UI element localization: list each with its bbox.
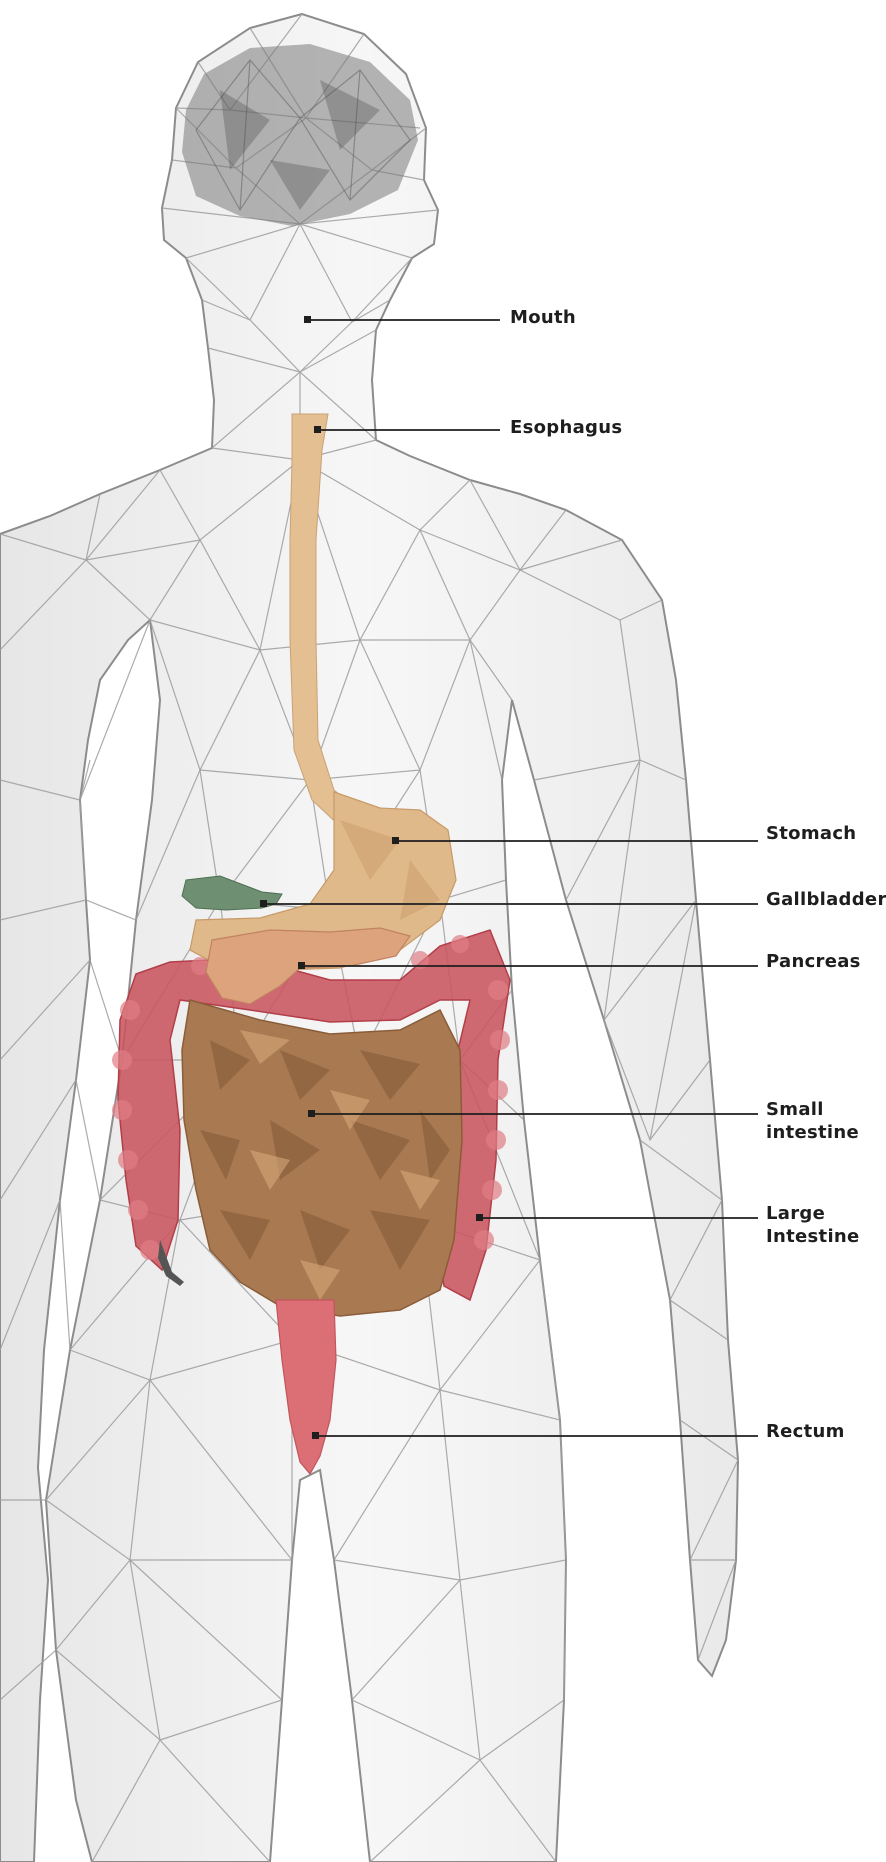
- label-esophagus-text: Esophagus: [510, 416, 622, 439]
- label-esophagus: Esophagus: [510, 416, 622, 439]
- label-mouth: Mouth: [510, 306, 576, 329]
- label-mouth-text: Mouth: [510, 306, 576, 329]
- label-gallbladder-text: Gallbladder: [766, 888, 886, 911]
- label-pancreas-text: Pancreas: [766, 950, 861, 973]
- anchor-dot-small-intestine: [308, 1110, 315, 1117]
- anchor-dot-gallbladder: [260, 900, 267, 907]
- label-small-intestine: Small intestine: [766, 1098, 859, 1144]
- label-rectum: Rectum: [766, 1420, 845, 1443]
- label-rectum-text: Rectum: [766, 1420, 845, 1443]
- label-large-intestine-line-1: Large: [766, 1202, 860, 1225]
- label-small-intestine-line-1: Small: [766, 1098, 859, 1121]
- anchor-dot-pancreas: [298, 962, 305, 969]
- label-large-intestine: Large Intestine: [766, 1202, 860, 1248]
- anchor-dot-rectum: [312, 1432, 319, 1439]
- label-small-intestine-line-2: intestine: [766, 1121, 859, 1144]
- anchor-dot-esophagus: [314, 426, 321, 433]
- label-pancreas: Pancreas: [766, 950, 861, 973]
- label-stomach: Stomach: [766, 822, 856, 845]
- anchor-dot-large-intestine: [476, 1214, 483, 1221]
- label-gallbladder: Gallbladder: [766, 888, 886, 911]
- anchor-dot-stomach: [392, 837, 399, 844]
- anchor-dot-mouth: [304, 316, 311, 323]
- label-large-intestine-line-2: Intestine: [766, 1225, 860, 1248]
- label-stomach-text: Stomach: [766, 822, 856, 845]
